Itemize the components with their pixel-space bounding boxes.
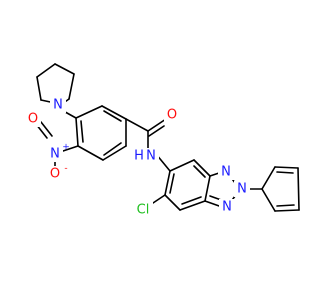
atom-n-nitro: N bbox=[50, 147, 60, 162]
atom-n-triazole-bottom: N bbox=[222, 200, 232, 215]
atom-o-nitro-charge: - bbox=[64, 164, 67, 174]
atom-n-nitro-charge: + bbox=[62, 143, 70, 153]
atom-o-nitro-double: O bbox=[28, 112, 38, 127]
atom-n-pyrrolidine: N bbox=[53, 98, 63, 113]
atom-n-triazole-mid: N bbox=[237, 182, 247, 197]
atom-o-amide: O bbox=[167, 108, 177, 123]
atom-chlorine: Cl bbox=[137, 203, 150, 218]
atom-n-triazole-top: N bbox=[221, 165, 231, 180]
atom-n-amide: N bbox=[146, 149, 156, 164]
atom-h-amide: H bbox=[134, 149, 144, 164]
molecule-structure: N N + O O - O N H N N N Cl bbox=[25, 63, 300, 218]
atom-o-nitro-minus: O bbox=[50, 167, 60, 182]
atom-labels: N N + O O - O N H N N N Cl bbox=[25, 97, 250, 218]
bonds bbox=[35, 63, 300, 212]
